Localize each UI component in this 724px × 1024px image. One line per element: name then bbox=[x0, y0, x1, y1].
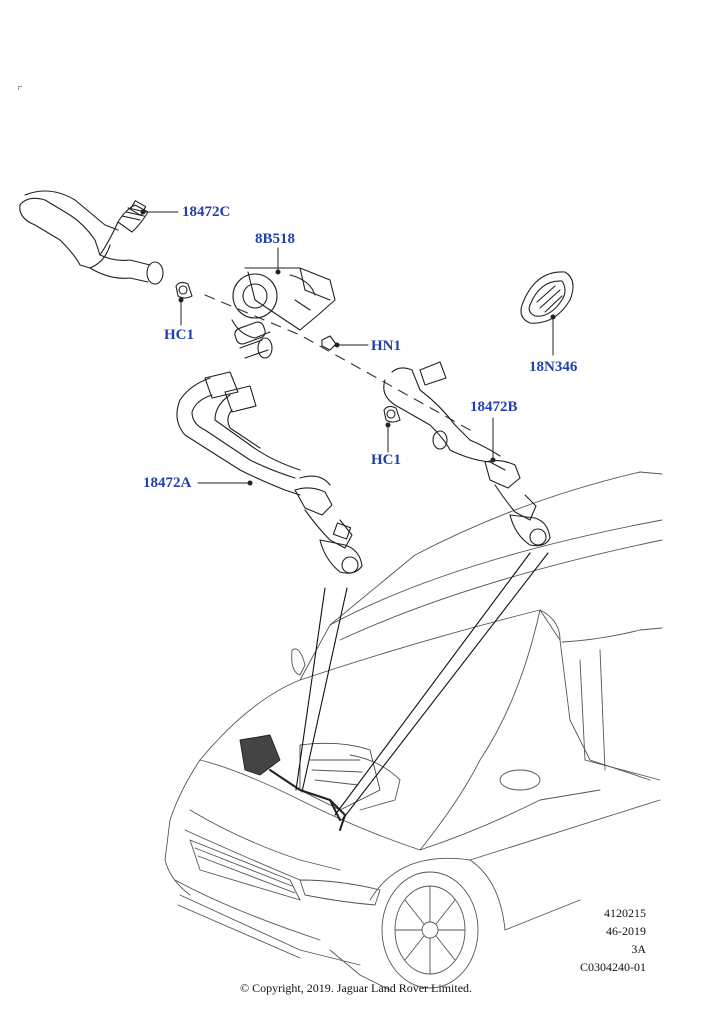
label-hc1-bottom[interactable]: HC1 bbox=[371, 452, 401, 468]
corner-mark bbox=[18, 86, 22, 90]
label-18472C[interactable]: 18472C bbox=[182, 204, 231, 220]
label-leaders bbox=[140, 209, 556, 486]
vehicle-illustration bbox=[164, 471, 663, 991]
reference-line-1: 4120215 bbox=[604, 906, 646, 920]
label-hc1-top[interactable]: HC1 bbox=[164, 327, 194, 343]
callout-lines bbox=[295, 552, 549, 821]
reference-line-2: 46-2019 bbox=[606, 924, 646, 938]
grommet-18N346 bbox=[520, 271, 574, 324]
copyright-notice: © Copyright, 2019. Jaguar Land Rover Lim… bbox=[239, 981, 473, 995]
hose-18472C bbox=[19, 190, 164, 285]
label-18472A[interactable]: 18472A bbox=[143, 475, 192, 491]
hose-18472A bbox=[176, 371, 363, 574]
clip-hc1-bottom bbox=[383, 405, 401, 423]
label-8B518[interactable]: 8B518 bbox=[255, 231, 296, 247]
hose-18472B bbox=[383, 361, 551, 547]
label-18472B[interactable]: 18472B bbox=[470, 399, 518, 415]
label-18N346[interactable]: 18N346 bbox=[529, 359, 578, 375]
label-hn1[interactable]: HN1 bbox=[371, 338, 401, 354]
clip-hn1 bbox=[321, 335, 337, 351]
reference-line-3: 3A bbox=[631, 942, 646, 956]
clip-hc1-top bbox=[175, 281, 193, 299]
reference-line-4: C0304240-01 bbox=[580, 960, 646, 974]
pump-8B518 bbox=[231, 267, 336, 359]
